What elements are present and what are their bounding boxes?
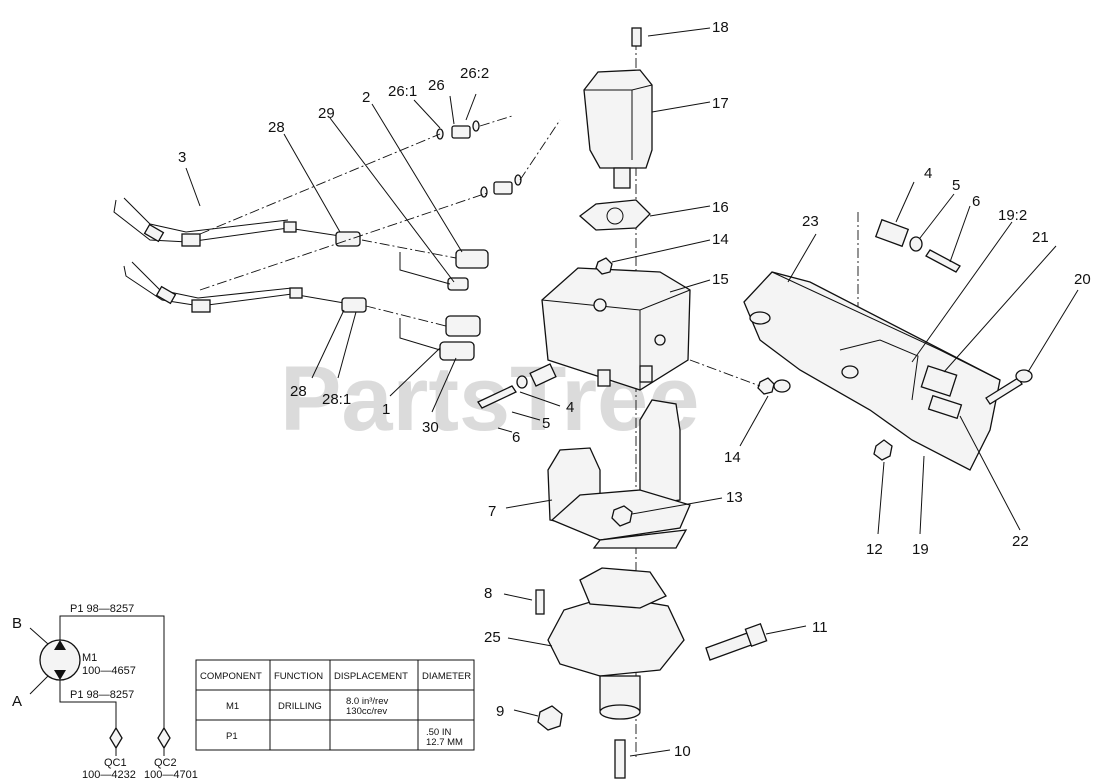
qc1-part: 100—4232: [82, 769, 136, 781]
callout-6-right: 6: [972, 193, 980, 210]
part-25-hub: [547, 567, 685, 720]
callout-17: 17: [712, 95, 729, 112]
callout-21: 21: [1032, 229, 1049, 246]
table-cell-m1: M1: [226, 701, 239, 712]
callouts: 18 17 16 14 15 26:2 26 26:1 2 29 28 3 28…: [178, 19, 1091, 760]
callout-26-2: 26:2: [460, 65, 489, 82]
qc2-part: 100—4701: [144, 769, 198, 781]
callout-26: 26: [428, 77, 445, 94]
part-17-motor: [583, 69, 653, 189]
callout-28-1: 28:1: [322, 391, 351, 408]
table-header-component: COMPONENT: [200, 671, 262, 682]
callout-4-left: 4: [566, 399, 574, 416]
callout-15: 15: [712, 271, 729, 288]
callout-6-left: 6: [512, 429, 520, 446]
part-8-pin: [535, 589, 545, 615]
part-18-bolt: [631, 27, 642, 47]
port-b-label: B: [12, 615, 22, 632]
callout-30: 30: [422, 419, 439, 436]
leader-lines: [185, 27, 1079, 757]
schematic-p1-bottom: P1 98—8257: [70, 689, 134, 701]
part-19-23-bracket: [743, 271, 1001, 471]
arrow-down-icon: [54, 670, 66, 680]
part-3-hoses: [113, 197, 351, 313]
arrow-up-icon: [54, 640, 66, 650]
callout-16: 16: [712, 199, 729, 216]
callout-7: 7: [488, 503, 496, 520]
callout-19-2: 19:2: [998, 207, 1027, 224]
callout-13: 13: [726, 489, 743, 506]
callout-8: 8: [484, 585, 492, 602]
table-header-function: FUNCTION: [274, 671, 323, 682]
part-13-bolt: [611, 505, 633, 527]
callout-1: 1: [382, 401, 390, 418]
qc2-symbol: [157, 726, 171, 750]
callout-28-bottom: 28: [290, 383, 307, 400]
port-a-label: A: [12, 693, 22, 710]
callout-2: 2: [362, 89, 370, 106]
callout-22: 22: [1012, 533, 1029, 550]
parts-4-5-6-right: [874, 218, 961, 273]
callout-11: 11: [812, 619, 828, 636]
parts-4-5-6-left: [477, 363, 557, 409]
callout-9: 9: [496, 703, 504, 720]
assembly-lines: [199, 115, 761, 387]
callout-23: 23: [802, 213, 819, 230]
part-16-gasket: [578, 199, 651, 231]
table-cell-drilling: DRILLING: [278, 701, 322, 712]
callout-5-right: 5: [952, 177, 960, 194]
schematic-m1-part: 100—4657: [82, 665, 136, 677]
part-15-housing: [541, 267, 691, 391]
callout-19: 19: [912, 541, 929, 558]
part-11-bolt: [705, 622, 768, 661]
spec-table: COMPONENT FUNCTION DISPLACEMENT DIAMETER…: [195, 659, 475, 751]
callout-12: 12: [866, 541, 883, 558]
callout-14-top: 14: [712, 231, 729, 248]
hydraulic-schematic: P1 98—8257 P1 98—8257 M1 100—4657 B A QC…: [12, 603, 198, 781]
table-header-diameter: DIAMETER: [422, 671, 471, 682]
callout-20: 20: [1074, 271, 1091, 288]
callout-28-top: 28: [268, 119, 285, 136]
callout-29: 29: [318, 105, 335, 122]
callout-4-right: 4: [924, 165, 932, 182]
schematic-m1: M1: [82, 652, 97, 664]
part-20-bolt: [985, 369, 1033, 405]
callout-14-right: 14: [724, 449, 741, 466]
qc1-label: QC1: [104, 757, 127, 769]
fittings: [335, 120, 522, 361]
qc1-symbol: [109, 726, 123, 750]
callout-18: 18: [712, 19, 729, 36]
table-cell-p1: P1: [226, 731, 238, 742]
part-14-nuts: [595, 257, 791, 395]
callout-10: 10: [674, 743, 691, 760]
callout-26-1: 26:1: [388, 83, 417, 100]
part-10-bolt: [614, 739, 626, 779]
schematic-p1-top: P1 98—8257: [70, 603, 134, 615]
qc2-label: QC2: [154, 757, 177, 769]
callout-5-left: 5: [542, 415, 550, 432]
part-9-nut: [537, 705, 563, 731]
callout-3: 3: [178, 149, 186, 166]
callout-25: 25: [484, 629, 501, 646]
part-7-yoke: [547, 399, 691, 549]
table-header-displacement: DISPLACEMENT: [334, 671, 408, 682]
